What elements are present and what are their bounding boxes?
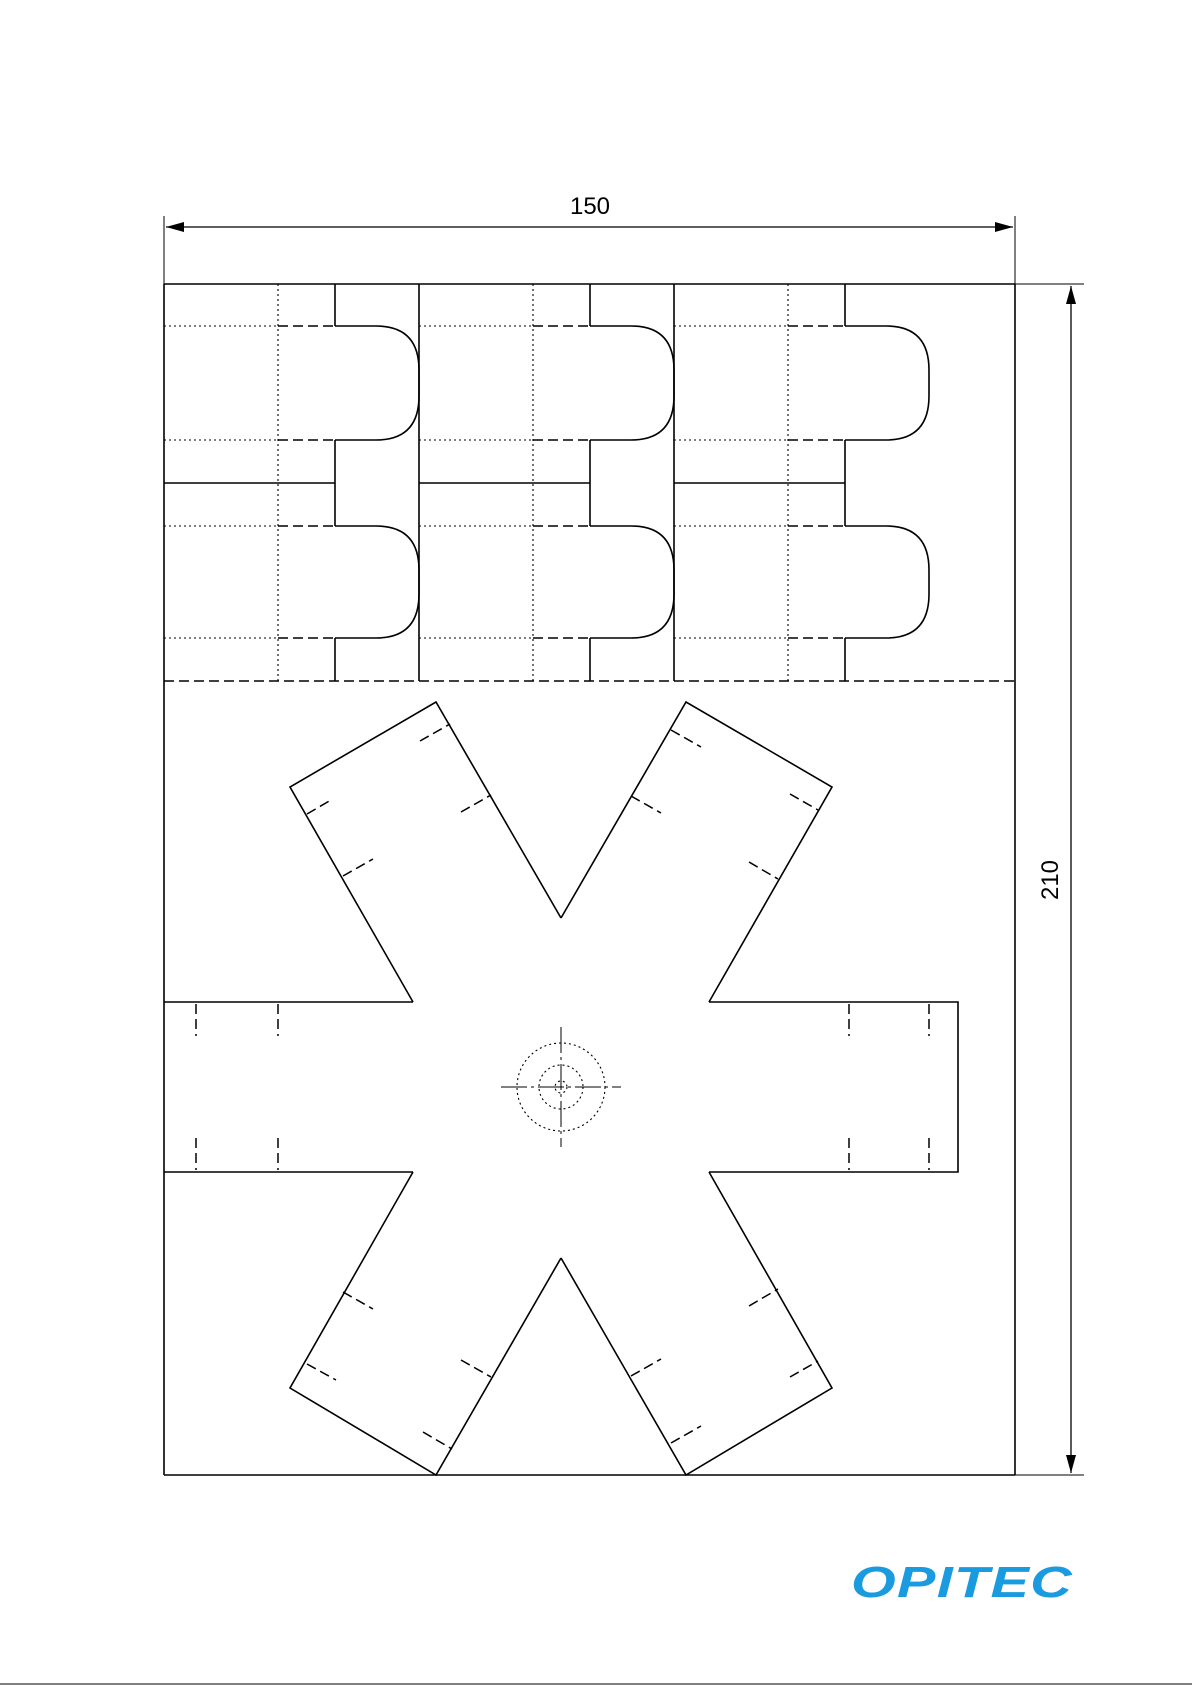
- width-dimension: 150: [164, 193, 1015, 284]
- height-dimension: 210: [1015, 284, 1084, 1475]
- width-dimension-label: 150: [570, 193, 610, 220]
- tab-piece-column-3: [674, 284, 929, 681]
- tab-piece-column-2: [419, 284, 674, 681]
- tab-pieces-grid: [164, 284, 929, 681]
- opitec-logo-text: OPITEC: [851, 1558, 1073, 1607]
- tab-piece-column-1: [164, 284, 419, 681]
- opitec-logo: OPITEC: [851, 1558, 1073, 1607]
- center-mark: [501, 1027, 621, 1147]
- star-piece: [164, 702, 958, 1475]
- height-dimension-label: 210: [1037, 860, 1064, 900]
